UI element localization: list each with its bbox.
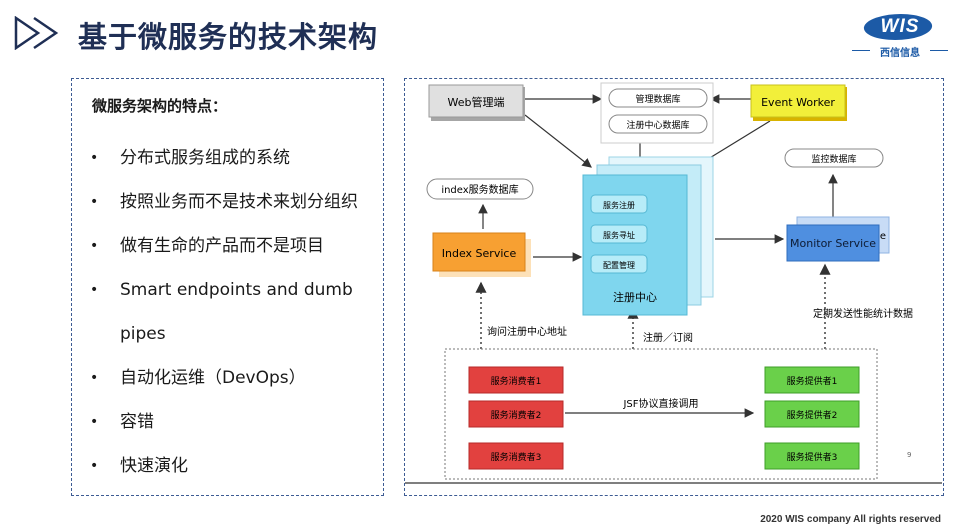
bullet-dot: • — [90, 458, 99, 474]
list-item-continuation: pipes — [88, 323, 358, 367]
monitor-db-box — [784, 148, 884, 168]
list-item: • 分布式服务组成的系统 — [88, 147, 358, 191]
monitor-db-label: 监控数据库 — [811, 153, 856, 165]
list-item: • 自动化运维（DevOps） — [88, 367, 358, 411]
consumer-box — [468, 442, 564, 470]
registry-item-box — [590, 224, 648, 244]
title-arrows-icon — [14, 16, 59, 50]
web-admin-box — [428, 84, 524, 118]
index-service-box — [432, 232, 526, 272]
logo-divider-left — [852, 50, 870, 51]
architecture-panel: Web管理端 管理数据库 注册中心数据库 Event Worker 监控数据库 … — [404, 78, 944, 496]
consumer-box — [468, 400, 564, 428]
list-item-text: 做有生命的产品而不是项目 — [120, 236, 324, 256]
query-registry-label: 询问注册中心地址 — [487, 325, 567, 338]
provider-label: 服务提供者3 — [787, 451, 838, 463]
registry-item-label: 配置管理 — [603, 260, 635, 270]
registry-item-box — [590, 254, 648, 274]
list-item: • 快速演化 — [88, 455, 358, 499]
index-service-label: Index Service — [442, 247, 517, 260]
features-panel: 微服务架构的特点： • 分布式服务组成的系统 • 按照业务而不是技术来划分组织 • 做… — [71, 78, 384, 496]
jsf-call-label: JSF协议直接调用 — [622, 397, 698, 410]
event-worker-label: Event Worker — [761, 96, 835, 109]
index-db-label: index服务数据库 — [441, 183, 518, 196]
slide-title: 基于微服务的技术架构 — [78, 20, 379, 54]
report-stats-label: 定期发送性能统计数据 — [813, 307, 913, 320]
footer-copyright: 2020 WIS company All rights reserved — [760, 514, 941, 525]
registry-item-box — [590, 194, 648, 214]
web-admin-label: Web管理端 — [448, 95, 505, 109]
list-item: • 容错 — [88, 411, 358, 455]
registry-item-label: 服务注册 — [603, 200, 635, 210]
registry-center-label: 注册中心 — [613, 290, 657, 304]
list-item-text: Smart endpoints and dumb — [120, 280, 353, 300]
consumer-label: 服务消费者1 — [491, 375, 542, 387]
consumer-label: 服务消费者2 — [491, 409, 542, 421]
bullet-dot: • — [90, 414, 99, 430]
bullet-dot: • — [90, 238, 99, 254]
bullet-dot: • — [90, 370, 99, 386]
index-db-box — [426, 178, 534, 200]
event-worker-box — [750, 84, 846, 118]
bullet-dot: • — [90, 282, 99, 298]
list-item-text: pipes — [120, 324, 166, 344]
list-item: • Smart endpoints and dumb — [88, 279, 358, 323]
list-item-text: 快速演化 — [120, 456, 188, 476]
company-logo: WIS 西信信息 — [852, 14, 948, 60]
logo-subtitle: 西信信息 — [880, 48, 920, 59]
logo-divider-right — [930, 50, 948, 51]
monitor-service-label: Monitor Service — [790, 237, 876, 250]
provider-box — [764, 366, 860, 394]
registry-db-label: 注册中心数据库 — [626, 119, 689, 131]
consumer-box — [468, 366, 564, 394]
list-item-text: 按照业务而不是技术来划分组织 — [120, 192, 358, 212]
consumer-label: 服务消费者3 — [491, 451, 542, 463]
architecture-diagram: Web管理端 管理数据库 注册中心数据库 Event Worker 监控数据库 … — [405, 82, 942, 484]
bullet-dot: • — [90, 194, 99, 210]
monitor-service-box — [786, 224, 880, 262]
list-item: • 按照业务而不是技术来划分组织 — [88, 191, 358, 235]
provider-label: 服务提供者2 — [787, 409, 838, 421]
list-item-text: 容错 — [120, 412, 154, 432]
arrow-web-to-registry — [524, 114, 592, 168]
services-group-box — [444, 348, 878, 480]
provider-box — [764, 442, 860, 470]
provider-box — [764, 400, 860, 428]
list-item-text: 分布式服务组成的系统 — [120, 148, 290, 168]
registry-db-box — [608, 114, 708, 134]
list-item: • 做有生命的产品而不是项目 — [88, 235, 358, 279]
provider-label: 服务提供者1 — [787, 375, 838, 387]
monitor-service-back-label: e — [880, 231, 886, 242]
features-heading: 微服务架构的特点： — [92, 97, 228, 115]
mgmt-db-label: 管理数据库 — [635, 93, 680, 105]
register-subscribe-label: 注册／订阅 — [643, 331, 693, 344]
list-item-text: 自动化运维（DevOps） — [120, 368, 306, 388]
mgmt-db-box — [608, 88, 708, 108]
bullet-dot: • — [90, 150, 99, 166]
diagram-page-number: 9 — [907, 451, 911, 459]
features-list: • 分布式服务组成的系统 • 按照业务而不是技术来划分组织 • 做有生命的产品而不是项… — [88, 147, 358, 499]
registry-item-label: 服务寻址 — [603, 230, 635, 240]
logo-text: WIS — [880, 16, 920, 37]
